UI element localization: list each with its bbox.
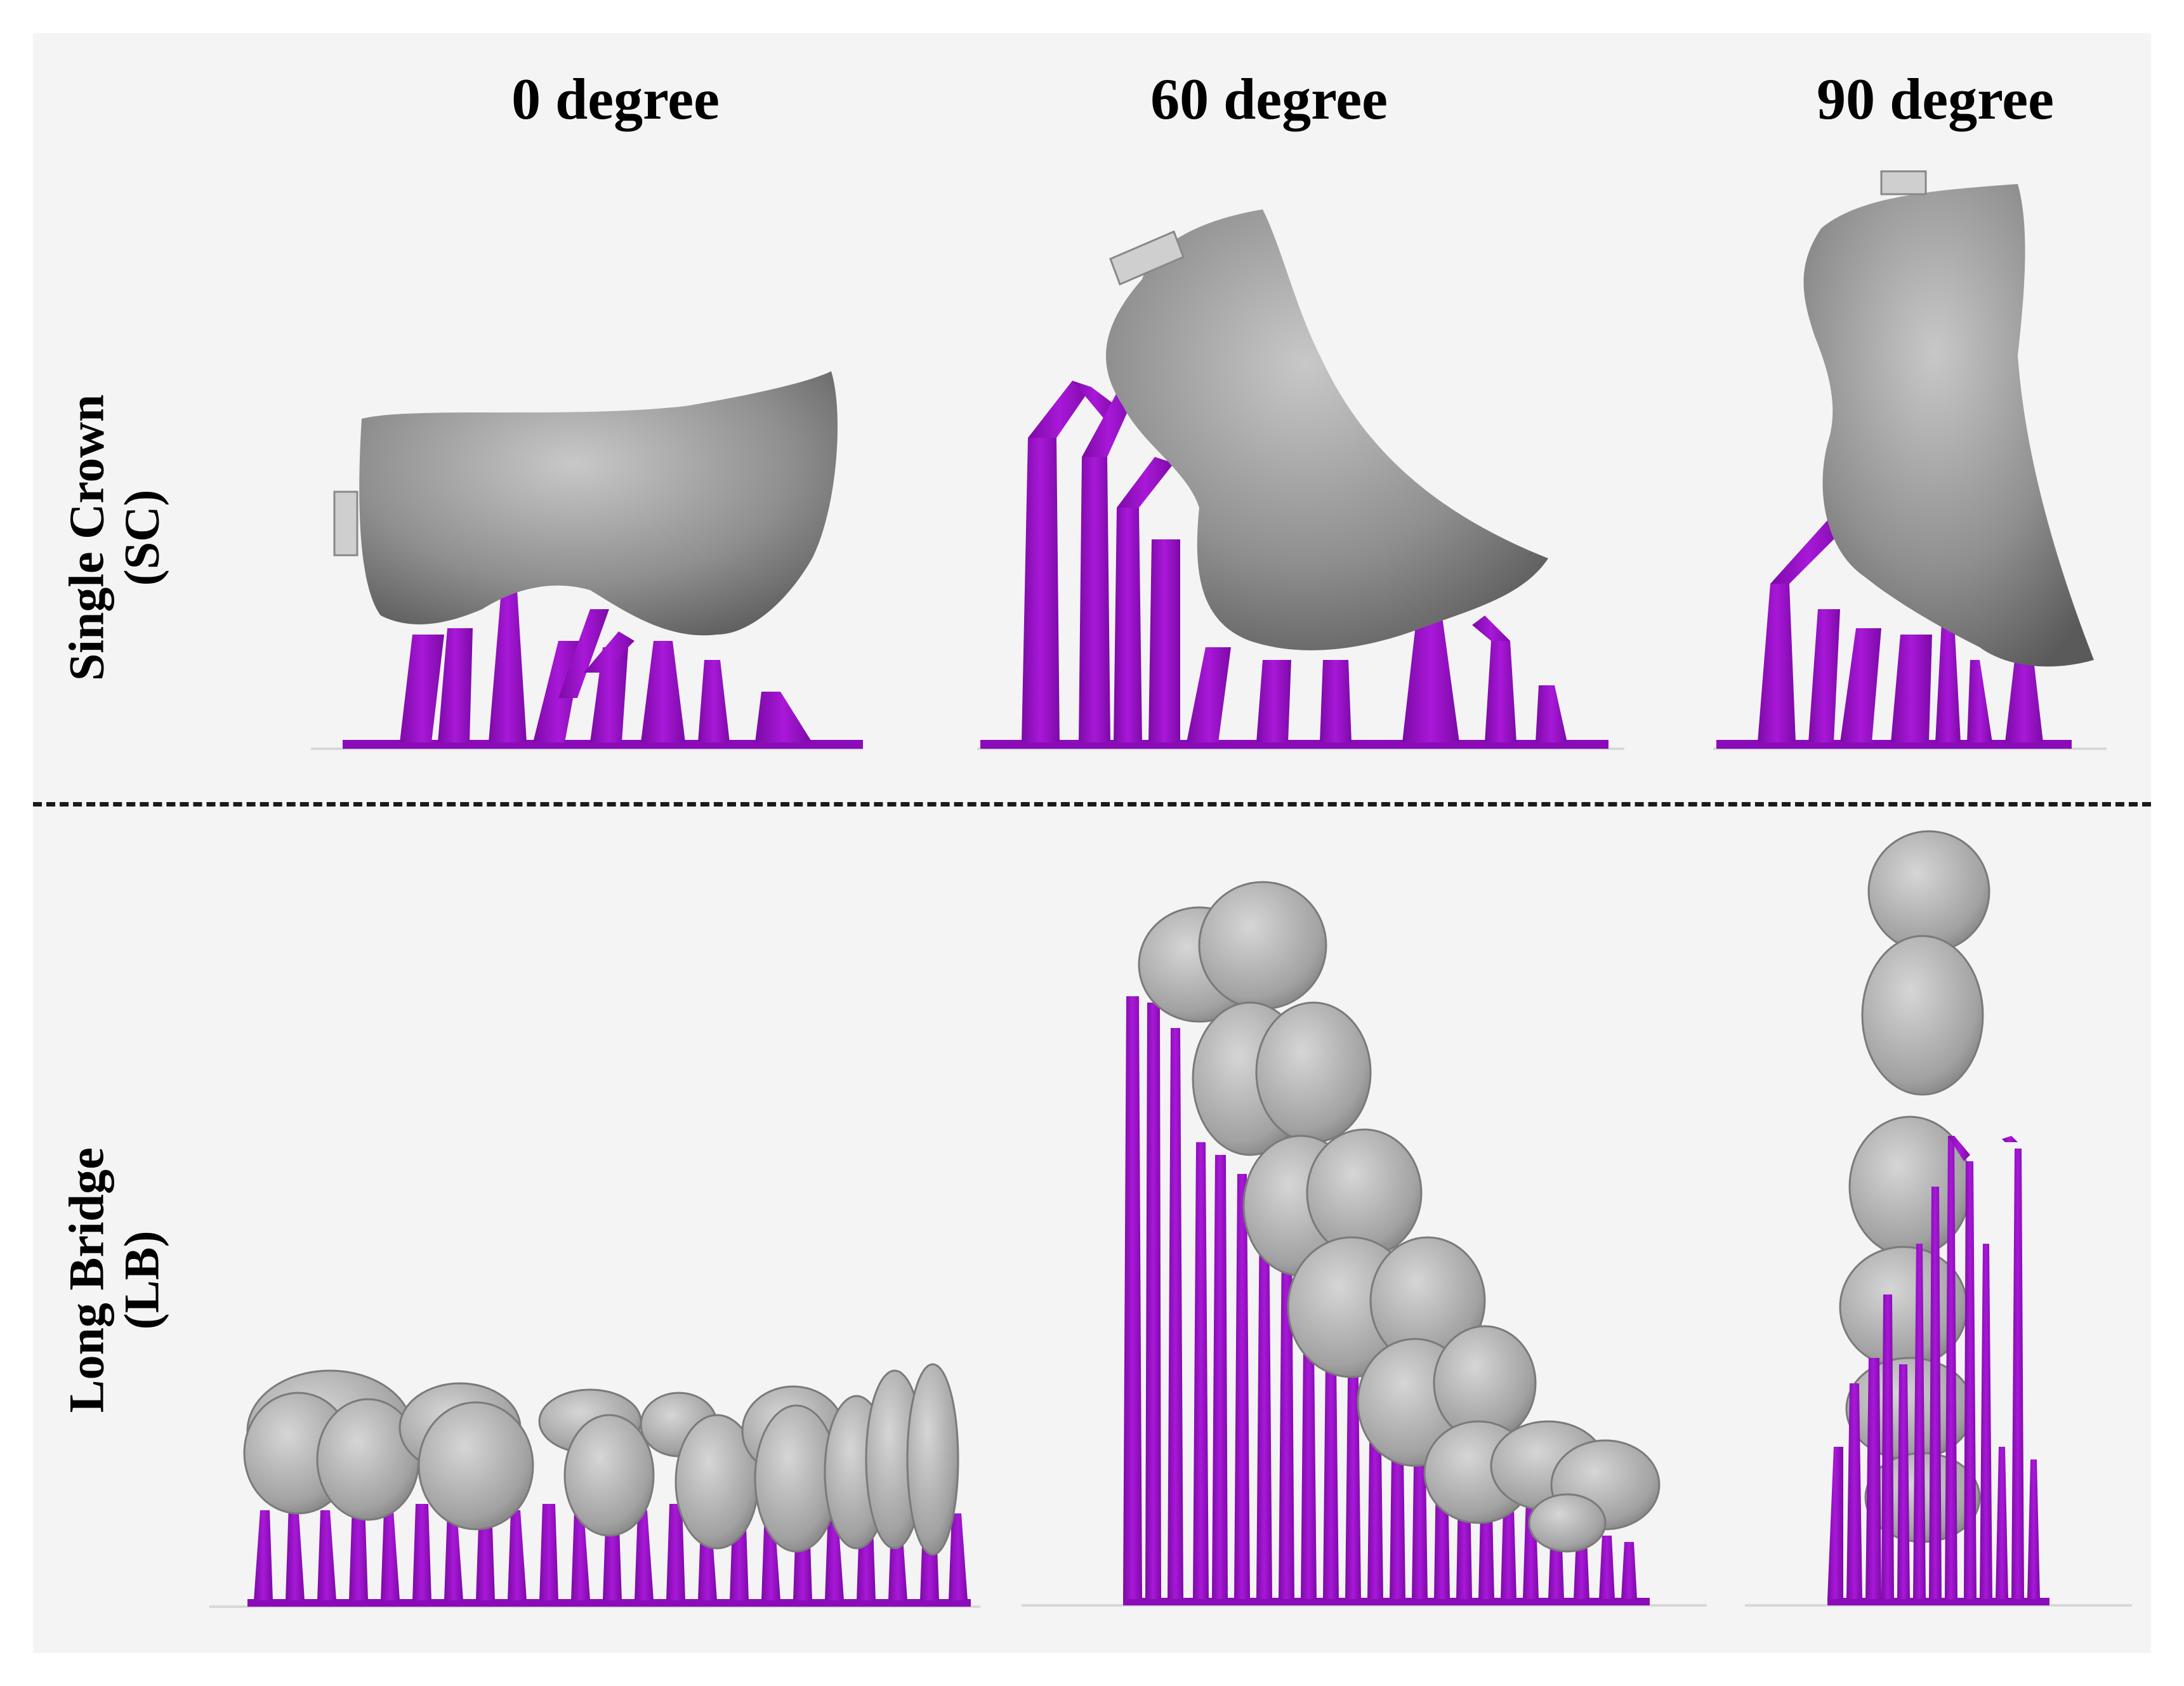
row-divider [33, 802, 2151, 807]
support-base [1123, 1598, 1650, 1605]
single-crown [1803, 184, 2094, 667]
lb-90-degree-model [1745, 830, 2132, 1607]
figure-panel [33, 33, 2151, 1653]
bridge-teeth [243, 1363, 959, 1556]
support-structures [400, 590, 812, 742]
bridge-teeth [1138, 881, 1661, 1553]
crown-tab [1880, 170, 1927, 195]
single-crown [1105, 209, 1548, 650]
sc-60-degree-model [977, 209, 1624, 750]
support-structures [1758, 520, 2043, 742]
lb-0-degree-model [209, 1363, 980, 1608]
support-structures [1827, 1136, 2040, 1599]
column-heading-60-degree: 60 degree [1150, 67, 1388, 131]
single-crown [359, 371, 838, 636]
crown-tab [1109, 230, 1185, 286]
crown-tab [333, 491, 359, 557]
support-structures [1123, 996, 1637, 1599]
column-heading-0-degree: 0 degree [511, 67, 720, 131]
sc-90-degree-model [1713, 170, 2107, 750]
support-base [1827, 1598, 2049, 1605]
support-base [343, 740, 863, 749]
support-base [247, 1599, 971, 1607]
column-heading-90-degree: 90 degree [1817, 67, 2054, 131]
lb-60-degree-model [1022, 881, 1707, 1607]
sc-0-degree-model [311, 371, 863, 750]
